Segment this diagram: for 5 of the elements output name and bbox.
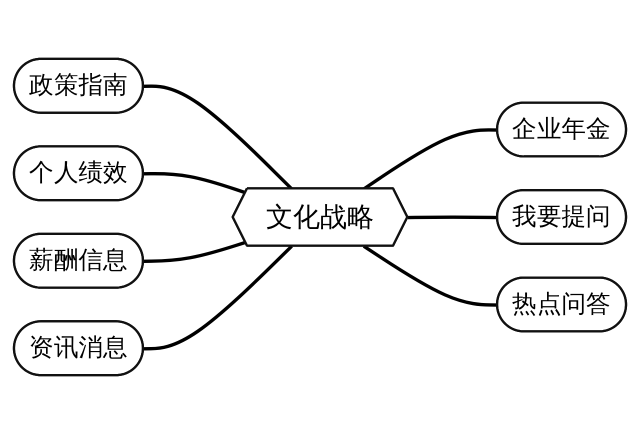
connector [143, 172, 246, 194]
connector [143, 244, 293, 350]
connector [362, 244, 498, 307]
connector [143, 240, 246, 263]
connector [408, 216, 498, 220]
